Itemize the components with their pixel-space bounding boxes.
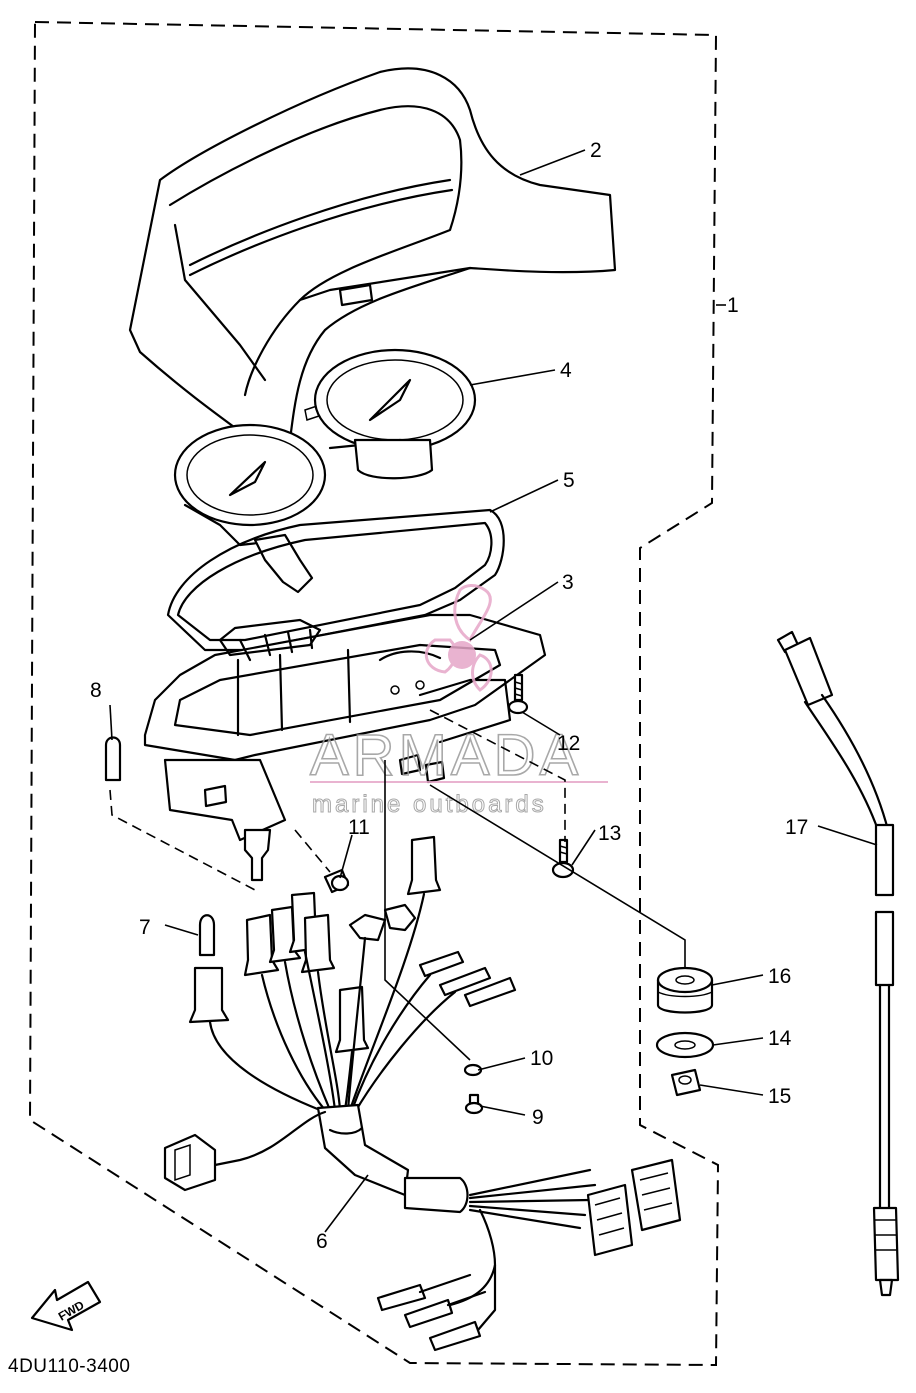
callout-14: 14 bbox=[768, 1027, 792, 1050]
screw-9 bbox=[464, 1093, 484, 1115]
callout-9: 9 bbox=[532, 1106, 544, 1129]
callout-7: 7 bbox=[139, 916, 151, 939]
part-code: 4DU110-3400 bbox=[8, 1356, 131, 1377]
callout-3: 3 bbox=[562, 571, 574, 594]
forward-arrow-icon: FWD bbox=[30, 1280, 102, 1332]
leader-lines bbox=[109, 149, 878, 1233]
callout-8: 8 bbox=[90, 679, 102, 702]
callouts: 2 1 4 5 3 8 12 13 11 7 16 14 10 15 9 6 1… bbox=[90, 139, 808, 1253]
screw-13 bbox=[551, 838, 575, 879]
callout-4: 4 bbox=[560, 359, 572, 382]
callout-6: 6 bbox=[316, 1230, 328, 1253]
callout-2: 2 bbox=[590, 139, 602, 162]
callout-10: 10 bbox=[530, 1047, 553, 1070]
callout-11: 11 bbox=[348, 816, 370, 839]
callout-13: 13 bbox=[598, 822, 621, 845]
callout-5: 5 bbox=[563, 469, 575, 492]
watermark-tagline: marine outboards bbox=[312, 791, 547, 818]
dial-face-plate bbox=[173, 348, 477, 594]
watermark-logo: ARMADA marine outboards bbox=[309, 584, 608, 819]
bulb-7 bbox=[198, 914, 216, 957]
speedometer-cable bbox=[776, 630, 900, 1297]
watermark-brand: ARMADA bbox=[310, 723, 582, 788]
callout-1: 1 bbox=[727, 294, 739, 317]
screw-12 bbox=[507, 673, 529, 715]
callout-15: 15 bbox=[768, 1085, 791, 1108]
assembly-boundary bbox=[28, 21, 720, 1367]
wire-harness bbox=[163, 835, 682, 1352]
callout-17: 17 bbox=[785, 816, 808, 839]
nut-15 bbox=[670, 1068, 702, 1097]
meter-case bbox=[143, 613, 547, 882]
screw-11 bbox=[323, 868, 350, 894]
callout-16: 16 bbox=[768, 965, 791, 988]
grommet-16 bbox=[656, 966, 714, 1014]
washer-14 bbox=[655, 1031, 715, 1059]
callout-12: 12 bbox=[557, 732, 580, 755]
bulb-8 bbox=[104, 736, 122, 782]
gasket bbox=[166, 508, 505, 652]
